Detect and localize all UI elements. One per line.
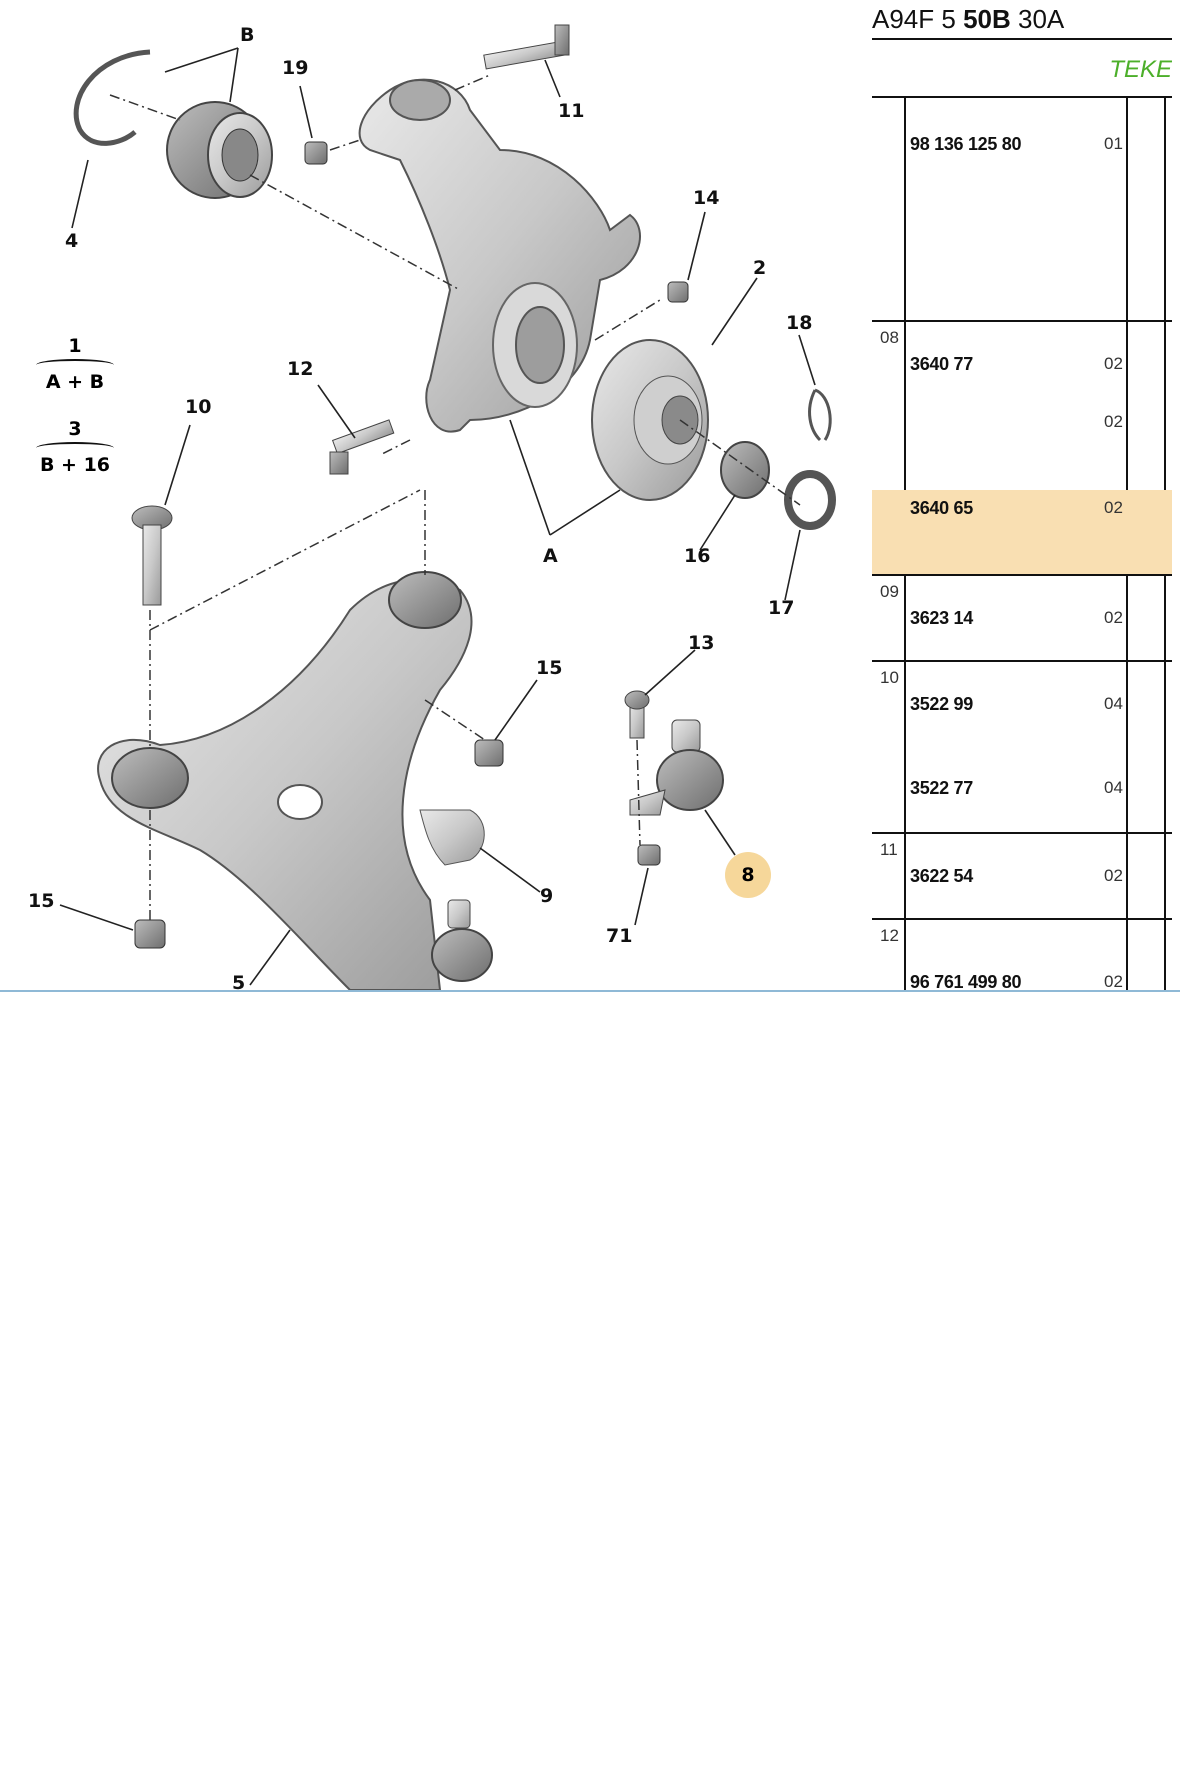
- formula-3: 3 B + 16: [30, 418, 120, 476]
- formula-3-top: 3: [68, 418, 82, 440]
- formula-1-top: 1: [68, 335, 82, 357]
- callout-13: 13: [688, 632, 715, 654]
- parts-list-panel: A94F 5 50B 30A TEKE 98 136 125 80 01 08 …: [868, 0, 1180, 990]
- part-quantity: 04: [1104, 694, 1123, 713]
- part-number[interactable]: 3640 65: [910, 498, 973, 518]
- assembly-axes: [109, 74, 801, 920]
- wheel-bearing-part: [166, 101, 273, 199]
- callout-11: 11: [558, 100, 585, 122]
- lock-ring-17-part: [784, 470, 836, 530]
- callout-16: 16: [684, 545, 711, 567]
- parts-row[interactable]: 11 3622 54 02: [872, 834, 1172, 920]
- part-number[interactable]: 3522 99: [910, 694, 973, 714]
- part-number[interactable]: 98 136 125 80: [910, 134, 1022, 154]
- bolt-10-part: [131, 505, 173, 606]
- callout-17: 17: [768, 597, 795, 619]
- part-number[interactable]: 3522 77: [910, 778, 973, 798]
- parts-row[interactable]: 08 3640 77 02 02: [872, 322, 1172, 492]
- callout-5: 5: [232, 972, 246, 994]
- header-bold: 50B: [963, 4, 1011, 34]
- wheel-hub-part: [591, 339, 709, 501]
- callout-B: B: [240, 24, 255, 46]
- part-quantity: 02: [1104, 354, 1123, 373]
- group-number: 08: [880, 328, 899, 347]
- part-quantity: 04: [1104, 778, 1123, 797]
- part-quantity: 02: [1104, 608, 1123, 627]
- lower-ball-joint-part: [431, 899, 493, 982]
- nut-15-upper-part: [474, 739, 504, 767]
- formula-1-bottom: A + B: [45, 371, 105, 393]
- part-quantity: 02: [1104, 412, 1123, 431]
- ball-joint-8-part: [629, 719, 724, 816]
- leader-lines: [59, 47, 816, 986]
- part-number[interactable]: 3622 54: [910, 866, 973, 886]
- part-quantity: 02: [1104, 498, 1123, 517]
- callout-71: 71: [606, 925, 633, 947]
- part-quantity: 02: [1104, 972, 1123, 990]
- group-number: 10: [880, 668, 899, 687]
- callout-2: 2: [753, 257, 767, 279]
- nut-14-part: [667, 281, 689, 303]
- part-number[interactable]: 96 761 499 80: [910, 972, 1022, 990]
- group-number: 11: [880, 840, 898, 859]
- callout-15-upper: 15: [536, 657, 563, 679]
- formula-1: 1 A + B: [30, 335, 120, 393]
- group-number: 09: [880, 582, 899, 601]
- formula-3-brace: [36, 442, 114, 454]
- header-part1: A94F 5: [872, 4, 964, 34]
- subheader-text: TEKE: [1109, 56, 1172, 83]
- callout-18: 18: [786, 312, 813, 334]
- parts-row[interactable]: 10 3522 99 04 3522 77 04: [872, 662, 1172, 834]
- heat-shield-9-part: [419, 809, 485, 866]
- group-number: 12: [880, 926, 899, 945]
- callout-10: 10: [185, 396, 212, 418]
- part-quantity: 01: [1104, 134, 1123, 153]
- circlip-part: [73, 49, 151, 146]
- callout-15-lower: 15: [28, 890, 55, 912]
- callout-12: 12: [287, 358, 314, 380]
- part-number[interactable]: 3623 14: [910, 608, 973, 628]
- callout-4: 4: [65, 230, 79, 252]
- callout-14: 14: [693, 187, 720, 209]
- callout-8-highlight: 8: [725, 852, 771, 898]
- callout-19: 19: [282, 57, 309, 79]
- nut-71-part: [637, 844, 661, 866]
- formula-1-brace: [36, 359, 114, 371]
- suspension-drawing: [59, 24, 836, 990]
- nut-15-lower-part: [134, 919, 166, 949]
- parts-row[interactable]: 09 3623 14 02: [872, 576, 1172, 662]
- parts-row-highlighted[interactable]: 3640 65 02: [872, 490, 1172, 576]
- callout-9: 9: [540, 885, 554, 907]
- header-part2: 30A: [1010, 4, 1065, 34]
- parts-list-header: A94F 5 50B 30A: [872, 0, 1172, 40]
- parts-row[interactable]: 12 96 761 499 80 02: [872, 920, 1172, 990]
- bolt-11-part: [483, 24, 570, 70]
- callout-A: A: [543, 545, 558, 567]
- exploded-parts-diagram: B 19 11 4 14 2 18 12 10 16 A 17 13 15 15…: [0, 0, 870, 994]
- screenshot-bottom-rule: [0, 990, 1180, 992]
- formula-3-bottom: B + 16: [39, 454, 111, 476]
- hub-nut-16-part: [720, 441, 770, 499]
- cotter-pin-18-part: [808, 388, 832, 442]
- part-quantity: 02: [1104, 866, 1123, 885]
- parts-list-subheader: TEKE: [872, 40, 1172, 98]
- part-number[interactable]: 3640 77: [910, 354, 973, 374]
- parts-row[interactable]: 98 136 125 80 01: [872, 98, 1172, 322]
- lower-control-arm-part: [97, 578, 473, 990]
- bolt-12-part: [329, 419, 395, 475]
- nut-19-part: [304, 141, 328, 165]
